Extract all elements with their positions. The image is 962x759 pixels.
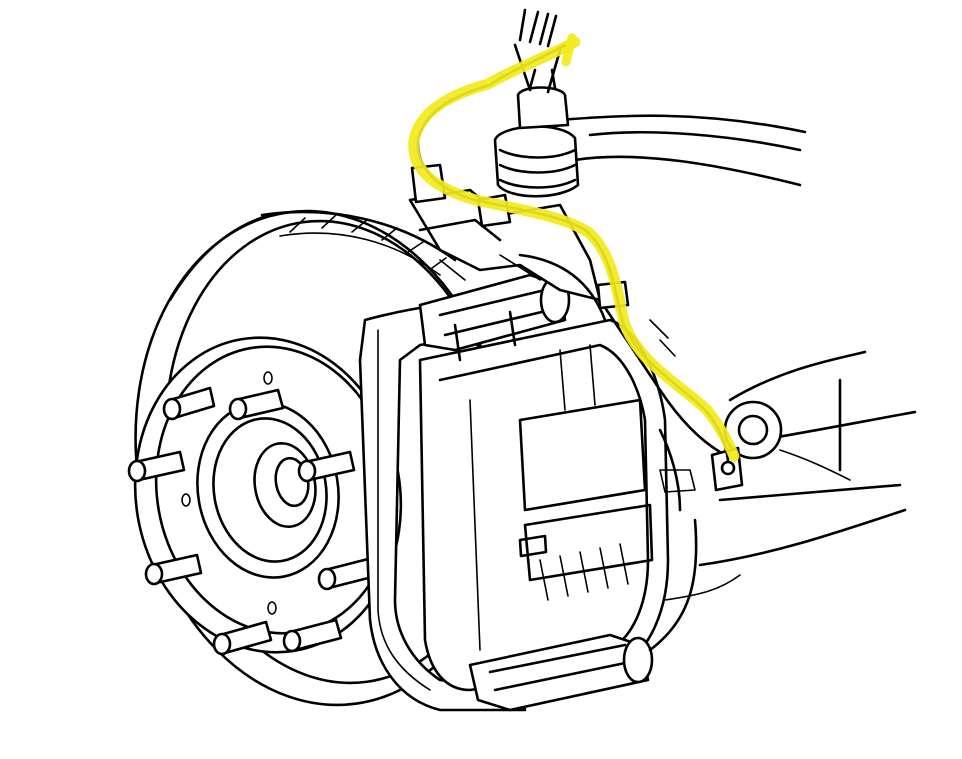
wheel-stud (317, 556, 378, 591)
wheel-studs (127, 371, 378, 656)
abs-sensor-wire-highlight-tip (561, 33, 577, 67)
dust-shield (648, 469, 741, 652)
wheel-stud (282, 618, 343, 653)
upper-ball-joint (493, 8, 580, 198)
wheel-stud (144, 553, 203, 586)
wheel-stud (297, 450, 356, 483)
axle-beam (558, 114, 807, 187)
brake-caliper (418, 273, 670, 712)
wheel-stud (127, 450, 186, 483)
abs-sensor-wire-highlight (408, 36, 740, 462)
wheel-stud (162, 386, 216, 421)
lower-control-arm (698, 350, 917, 567)
wheel-stud (212, 620, 273, 656)
wheel-stud (228, 388, 285, 421)
